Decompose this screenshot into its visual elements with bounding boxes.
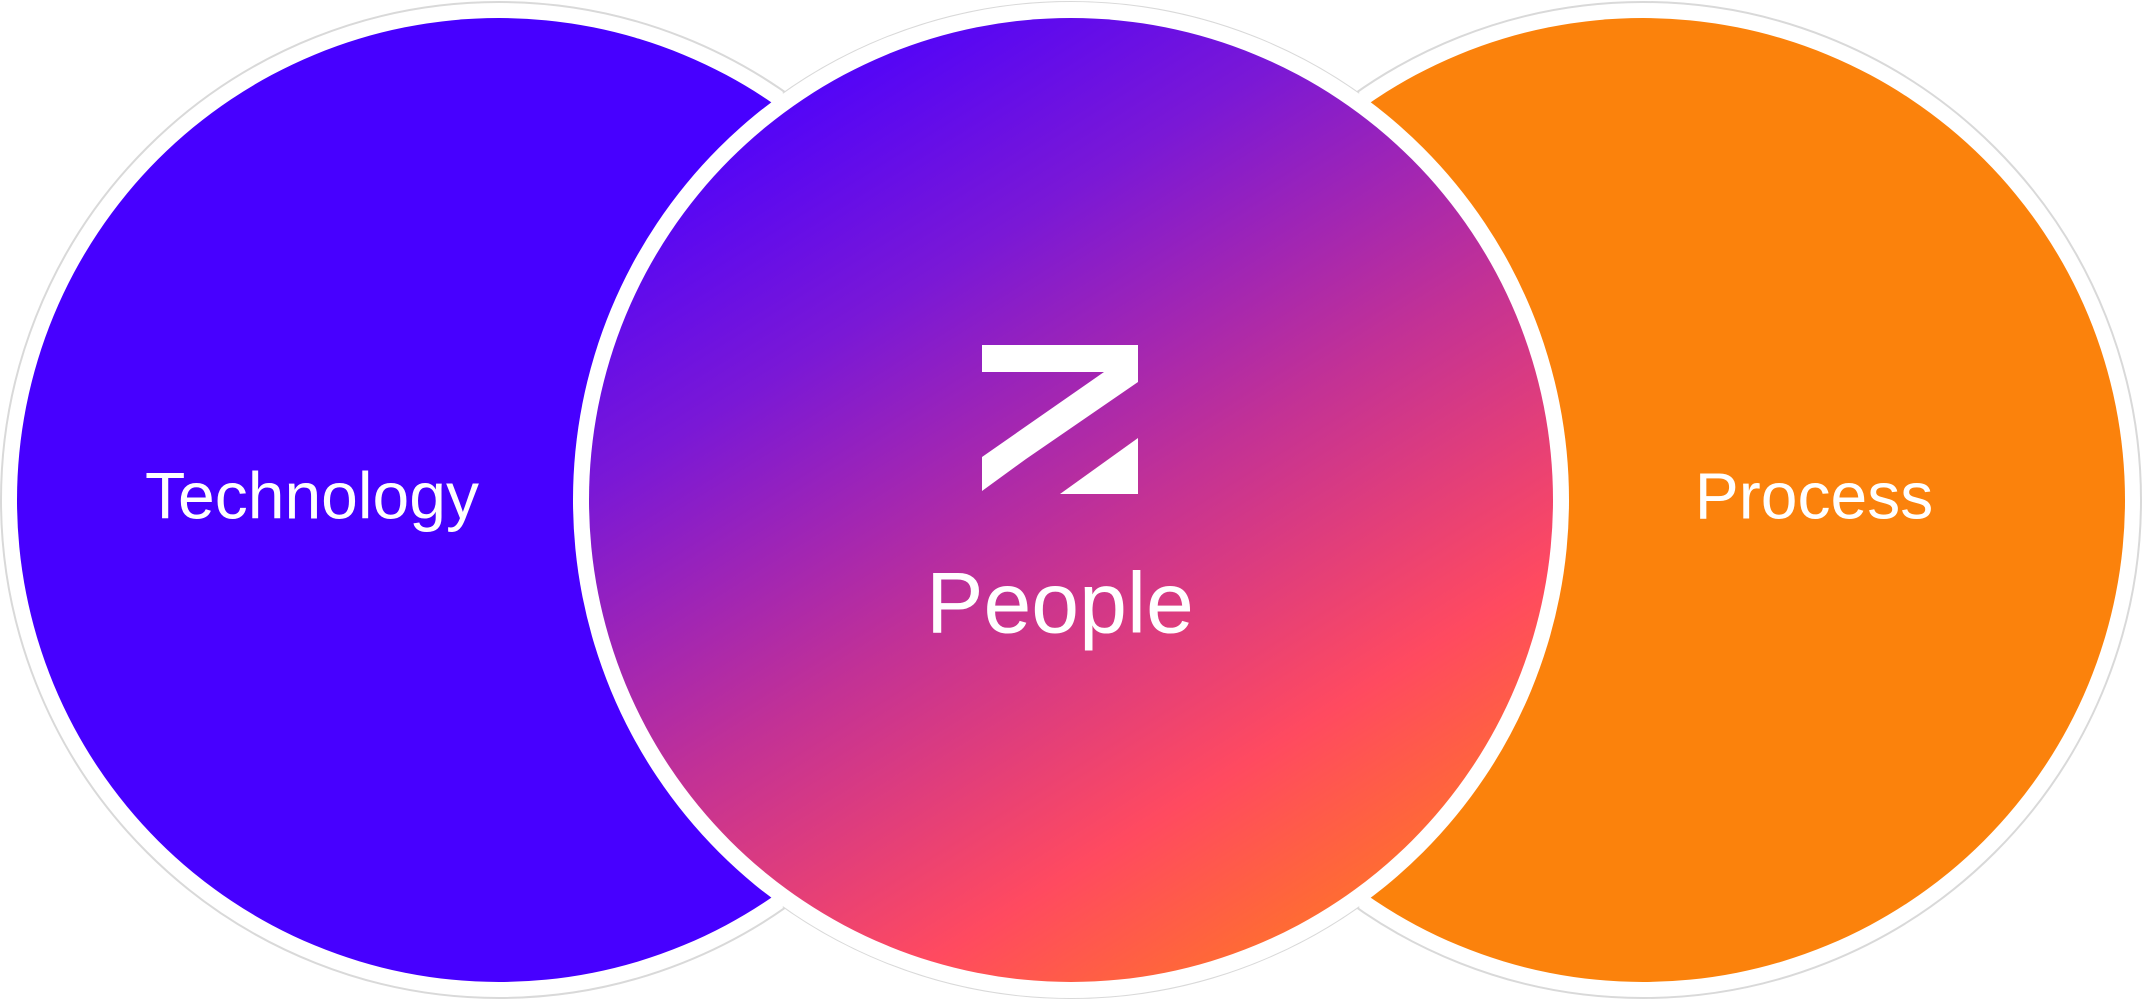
- process-label: Process: [1695, 458, 1933, 532]
- people-circle: [589, 18, 1553, 982]
- technology-label: Technology: [145, 458, 479, 532]
- people-label: People: [926, 556, 1194, 652]
- z-logo-icon: [982, 345, 1138, 494]
